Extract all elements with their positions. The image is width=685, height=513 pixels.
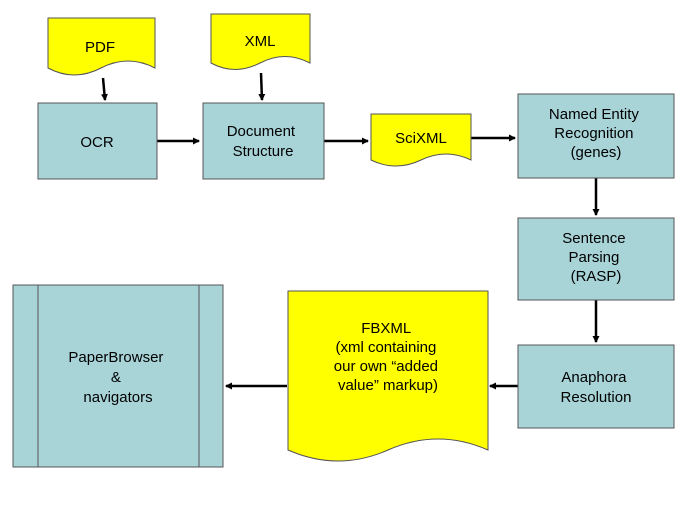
pdf-document-shape	[47, 17, 156, 76]
xml-document: XML	[210, 13, 311, 70]
ocr-label: OCR	[80, 134, 114, 151]
connectors	[100, 72, 600, 390]
pdf-document: PDF	[47, 17, 156, 76]
ocr-box: OCR	[37, 102, 158, 180]
xml-label: XML	[245, 33, 276, 50]
arrow-xml-to-doc-structure	[258, 72, 266, 101]
ocr-box-shape	[37, 102, 158, 180]
paperbrowser-box: PaperBrowser & navigators	[12, 284, 224, 468]
scixml-label: SciXML	[395, 130, 447, 147]
anaphora-resolution-box-shape	[517, 344, 675, 429]
sentence-parsing-box: Sentence Parsing (RASP)	[517, 217, 675, 301]
document-structure-label: Document Structure	[227, 123, 300, 160]
xml-document-shape	[210, 13, 311, 70]
document-structure-box-shape	[202, 102, 325, 180]
anaphora-resolution-label: Anaphora Resolution	[561, 369, 632, 406]
anaphora-resolution-box: Anaphora Resolution	[517, 344, 675, 429]
document-structure-box: Document Structure	[202, 102, 325, 180]
fbxml-document: FBXML (xml containing our own “added val…	[287, 290, 489, 462]
paperbrowser-box-shape	[12, 284, 224, 468]
arrow-pdf-to-ocr	[100, 77, 108, 101]
named-entity-recognition-label: Named Entity Recognition (genes)	[549, 106, 643, 161]
sentence-parsing-label: Sentence Parsing (RASP)	[562, 230, 630, 285]
scixml-document-shape	[370, 113, 472, 167]
named-entity-recognition-box-shape	[517, 93, 675, 179]
fbxml-document-shape	[287, 290, 489, 462]
paperbrowser-label: PaperBrowser & navigators	[68, 349, 167, 406]
pdf-label: PDF	[85, 39, 115, 56]
scixml-document: SciXML	[370, 113, 472, 167]
fbxml-label: FBXML (xml containing our own “added val…	[334, 320, 442, 394]
sentence-parsing-box-shape	[517, 217, 675, 301]
named-entity-recognition-box: Named Entity Recognition (genes)	[517, 93, 675, 179]
